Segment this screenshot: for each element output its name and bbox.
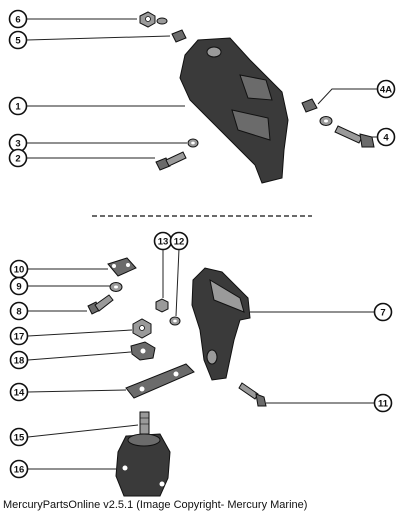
- svg-text:4A: 4A: [380, 85, 392, 96]
- bracket-part-7: [191, 267, 251, 381]
- sleeve-part-4a: [301, 98, 318, 113]
- callout-4a: 4A: [376, 79, 396, 99]
- svg-text:2: 2: [15, 154, 20, 165]
- leader-lines: [26, 18, 378, 470]
- callout-5: 5: [8, 30, 28, 50]
- svg-text:14: 14: [14, 388, 25, 399]
- svg-text:18: 18: [14, 356, 25, 367]
- svg-text:9: 9: [16, 282, 21, 293]
- callout-16: 16: [9, 459, 29, 479]
- clip-part-18: [130, 341, 156, 361]
- callout-14: 14: [9, 382, 29, 402]
- callout-10: 10: [9, 259, 29, 279]
- callout-18: 18: [9, 350, 29, 370]
- bolt-part-11: [238, 382, 267, 407]
- svg-text:8: 8: [16, 307, 21, 318]
- svg-text:13: 13: [158, 237, 169, 248]
- nut-part-13: [155, 298, 169, 313]
- callout-6: 6: [8, 9, 28, 29]
- nut-part-17: [132, 318, 152, 339]
- bolt-part-8: [87, 294, 114, 315]
- svg-text:17: 17: [14, 332, 25, 343]
- svg-text:11: 11: [378, 399, 389, 410]
- copyright-credit: MercuryPartsOnline v2.5.1 (Image Copyrig…: [3, 499, 308, 511]
- washer-upper: [156, 17, 168, 25]
- callout-11: 11: [373, 393, 393, 413]
- svg-text:6: 6: [15, 15, 20, 26]
- callout-13: 13: [153, 231, 173, 251]
- callout-12: 12: [169, 231, 189, 251]
- plate-part-10: [107, 257, 137, 277]
- callout-9: 9: [9, 276, 29, 296]
- washer-part-4-area: [319, 116, 333, 126]
- svg-text:5: 5: [15, 36, 21, 47]
- callout-7: 7: [373, 302, 393, 322]
- svg-text:15: 15: [14, 433, 25, 444]
- svg-text:12: 12: [174, 237, 185, 248]
- callout-8: 8: [9, 301, 29, 321]
- bracket-part-1: [179, 37, 289, 184]
- callout-17: 17: [9, 326, 29, 346]
- washer-part-3: [187, 138, 199, 148]
- nut-part-6: [139, 11, 156, 28]
- svg-text:16: 16: [14, 465, 25, 476]
- bar-part-14: [125, 363, 195, 399]
- bolt-part-2: [155, 151, 187, 171]
- stud-part-15: [139, 411, 150, 435]
- svg-text:1: 1: [15, 102, 21, 113]
- callout-4: 4: [376, 127, 396, 147]
- svg-text:7: 7: [380, 308, 385, 319]
- exploded-parts-diagram: 6 5 1 3 2 4A 4 13 12 10 9 8 7 17 18 14 1: [8, 9, 396, 497]
- svg-text:10: 10: [14, 265, 25, 276]
- mount-part-16: [115, 433, 171, 497]
- sleeve-part-5: [171, 29, 187, 43]
- bolt-part-4: [334, 125, 375, 148]
- callout-1: 1: [8, 96, 28, 116]
- callout-2: 2: [8, 148, 28, 168]
- washer-part-12: [169, 316, 181, 326]
- washer-part-9: [109, 282, 123, 292]
- callout-15: 15: [9, 427, 29, 447]
- svg-text:4: 4: [383, 133, 389, 144]
- svg-text:3: 3: [15, 139, 20, 150]
